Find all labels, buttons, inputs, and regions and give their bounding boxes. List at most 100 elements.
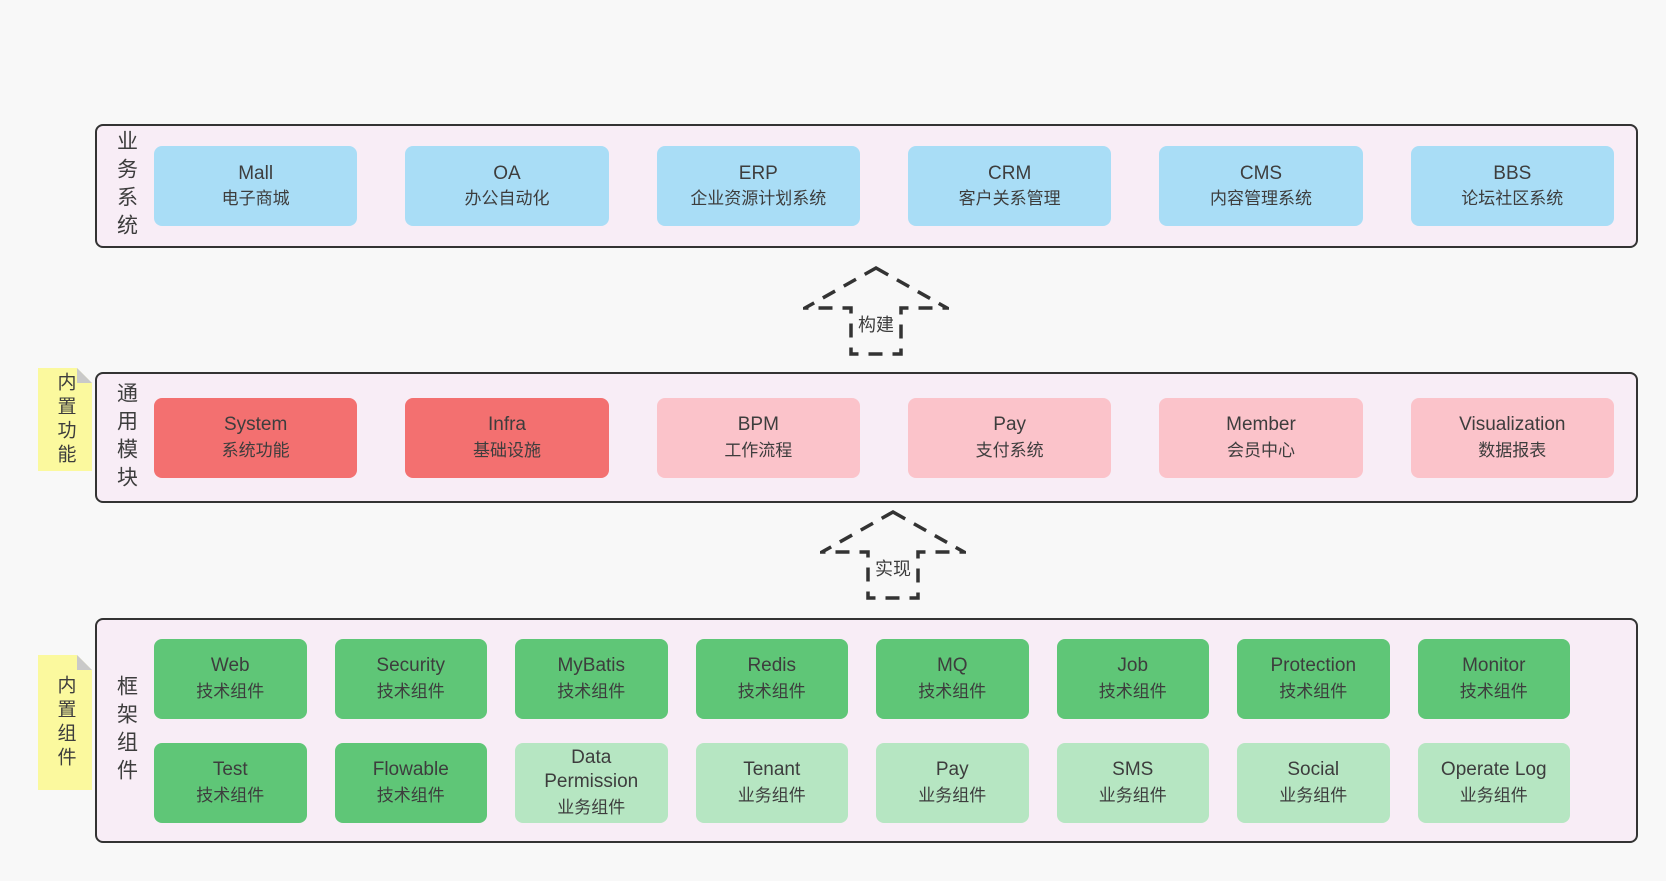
box-title: Test (212, 759, 248, 781)
box-subtitle: 基础设施 (472, 440, 541, 460)
component-box-pay: Pay 业务组件 (876, 742, 1029, 823)
build-arrow-label: 构建 (856, 311, 896, 337)
box-subtitle: 数据报表 (1478, 440, 1547, 460)
system-box-bbs: BBS 论坛社区系统 (1410, 146, 1614, 226)
box-subtitle: 办公自动化 (464, 189, 550, 209)
note-text: 内置功能 (54, 371, 76, 468)
system-box-oa: OA 办公自动化 (405, 146, 609, 226)
component-box-web: Web 技术组件 (154, 638, 307, 719)
box-title: Pay (993, 414, 1027, 436)
system-box-mall: Mall 电子商城 (154, 146, 358, 226)
module-box-member: Member 会员中心 (1159, 397, 1363, 478)
box-title: ERP (738, 162, 778, 184)
component-box-tenant: Tenant 业务组件 (695, 742, 848, 823)
box-subtitle: 业务组件 (1098, 785, 1167, 805)
box-title: CMS (1239, 162, 1283, 184)
box-title: MQ (936, 655, 968, 677)
common-modules-panel: 通用模块 System 系统功能 Infra 基础设施 BPM 工作流程 Pay… (95, 372, 1638, 503)
business-systems-panel: 业务系统 Mall 电子商城 OA 办公自动化 ERP 企业资源计划系统 CRM… (95, 124, 1638, 248)
box-subtitle: 技术组件 (196, 785, 265, 805)
box-title: CRM (988, 162, 1032, 184)
box-title: Job (1117, 655, 1149, 677)
box-subtitle: 技术组件 (376, 785, 445, 805)
box-subtitle: 业务组件 (918, 785, 987, 805)
box-subtitle: 论坛社区系统 (1461, 189, 1564, 209)
builtin-features-note: 内置功能 (38, 368, 92, 471)
component-box-flowable: Flowable 技术组件 (334, 742, 487, 823)
business-systems-boxes: Mall 电子商城 OA 办公自动化 ERP 企业资源计划系统 CRM 客户关系… (154, 146, 1636, 226)
business-systems-label: 业务系统 (114, 130, 138, 242)
box-title: Infra (487, 414, 526, 436)
framework-components-label: 框架组件 (114, 674, 138, 787)
box-subtitle: 技术组件 (1459, 681, 1528, 701)
box-subtitle: 技术组件 (1098, 681, 1167, 701)
implement-arrow-label: 实现 (873, 555, 913, 581)
system-box-cms: CMS 内容管理系统 (1159, 146, 1363, 226)
box-subtitle: 业务组件 (1459, 785, 1528, 805)
components-row-2: Test 技术组件 Flowable 技术组件 Data Permission … (154, 742, 1570, 823)
box-subtitle: 电子商城 (221, 189, 290, 209)
component-box-monitor: Monitor 技术组件 (1417, 638, 1570, 719)
box-subtitle: 技术组件 (376, 681, 445, 701)
box-subtitle: 支付系统 (975, 440, 1044, 460)
module-box-bpm: BPM 工作流程 (656, 397, 860, 478)
component-box-mq: MQ 技术组件 (876, 638, 1029, 719)
component-box-security: Security 技术组件 (334, 638, 487, 719)
box-title: Flowable (372, 759, 449, 781)
component-box-mybatis: MyBatis 技术组件 (515, 638, 668, 719)
box-subtitle: 业务组件 (737, 785, 806, 805)
box-title: Protection (1270, 655, 1357, 677)
panel-label-wrap: 通用模块 (97, 374, 154, 501)
box-title: Tenant (743, 759, 801, 781)
module-box-visualization: Visualization 数据报表 (1410, 397, 1614, 478)
box-title: Redis (747, 655, 797, 677)
component-box-data-permission: Data Permission 业务组件 (515, 742, 668, 823)
component-box-sms: SMS 业务组件 (1056, 742, 1209, 823)
components-row-1: Web 技术组件 Security 技术组件 MyBatis 技术组件 Redi… (154, 638, 1570, 719)
up-arrow-icon (820, 509, 966, 600)
component-box-social: Social 业务组件 (1237, 742, 1390, 823)
component-box-operate-log: Operate Log 业务组件 (1417, 742, 1570, 823)
box-subtitle: 工作流程 (724, 440, 793, 460)
box-title: OA (493, 162, 521, 184)
builtin-components-note: 内置组件 (38, 655, 92, 790)
component-box-test: Test 技术组件 (154, 742, 307, 823)
box-title: MyBatis (557, 655, 626, 677)
box-subtitle: 技术组件 (737, 681, 806, 701)
component-box-redis: Redis 技术组件 (695, 638, 848, 719)
framework-components-panel: 框架组件 Web 技术组件 Security 技术组件 MyBatis 技术组件… (95, 618, 1638, 843)
box-title: BPM (737, 414, 779, 436)
box-subtitle: 系统功能 (221, 440, 290, 460)
box-title: Security (376, 655, 446, 677)
box-subtitle: 内容管理系统 (1209, 189, 1312, 209)
up-arrow-icon (803, 265, 949, 356)
box-subtitle: 技术组件 (1279, 681, 1348, 701)
box-title: SMS (1112, 759, 1154, 781)
common-modules-boxes: System 系统功能 Infra 基础设施 BPM 工作流程 Pay 支付系统… (154, 397, 1636, 478)
system-box-erp: ERP 企业资源计划系统 (656, 146, 860, 226)
box-title: Visualization (1459, 414, 1566, 436)
panel-label-wrap: 框架组件 (97, 620, 154, 841)
module-box-system: System 系统功能 (154, 397, 358, 478)
box-subtitle: 技术组件 (196, 681, 265, 701)
box-subtitle: 客户关系管理 (958, 189, 1061, 209)
note-text: 内置组件 (54, 674, 76, 771)
framework-components-grid: Web 技术组件 Security 技术组件 MyBatis 技术组件 Redi… (154, 638, 1636, 823)
box-subtitle: 业务组件 (1279, 785, 1348, 805)
box-title: Member (1226, 414, 1296, 436)
box-title: Data Permission (544, 746, 639, 793)
component-box-job: Job 技术组件 (1056, 638, 1209, 719)
box-title: System (223, 414, 288, 436)
build-arrow: 构建 (803, 265, 949, 357)
system-box-crm: CRM 客户关系管理 (907, 146, 1112, 226)
box-subtitle: 企业资源计划系统 (690, 189, 827, 209)
module-box-infra: Infra 基础设施 (405, 397, 609, 478)
box-title: BBS (1493, 162, 1532, 184)
box-title: Mall (238, 162, 274, 184)
box-title: Monitor (1462, 655, 1526, 677)
box-title: Social (1287, 759, 1340, 781)
box-subtitle: 技术组件 (557, 681, 626, 701)
box-subtitle: 会员中心 (1226, 440, 1295, 460)
common-modules-label: 通用模块 (114, 381, 138, 494)
component-box-protection: Protection 技术组件 (1237, 638, 1390, 719)
